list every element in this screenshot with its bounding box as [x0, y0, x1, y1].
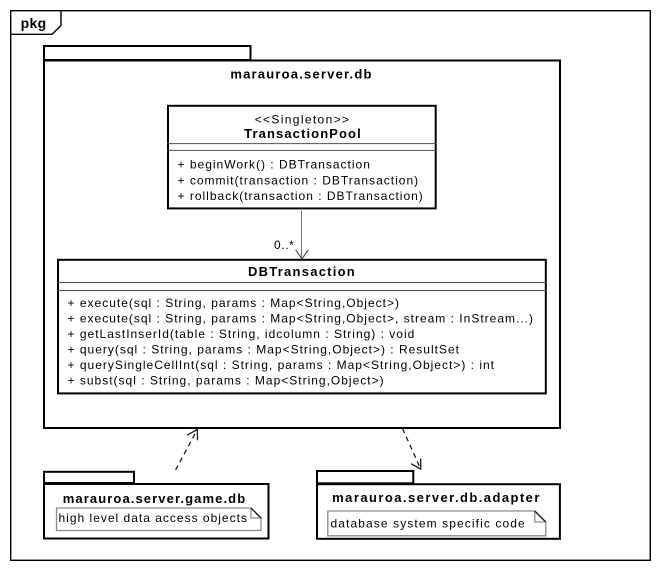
- svg-text:+ subst(sql : String, params :: + subst(sql : String, params : Map<Strin…: [68, 373, 385, 387]
- svg-text:+ beginWork() : DBTransaction: + beginWork() : DBTransaction: [178, 158, 371, 172]
- svg-text:0..*: 0..*: [274, 238, 294, 252]
- svg-text:+ rollback(transaction : DBTra: + rollback(transaction : DBTransaction): [178, 189, 424, 203]
- svg-text:pkg: pkg: [21, 15, 47, 31]
- svg-text:+ commit(transaction : DBTrans: + commit(transaction : DBTransaction): [178, 173, 420, 187]
- svg-text:high level data access objects: high level data access objects: [59, 511, 248, 525]
- svg-text:database system specific code: database system specific code: [331, 516, 526, 530]
- svg-text:TransactionPool: TransactionPool: [244, 126, 362, 141]
- svg-text:<<Singleton>>: <<Singleton>>: [255, 112, 351, 126]
- svg-text:+ getLastInserId(table : Strin: + getLastInserId(table : String, idcolum…: [68, 327, 416, 341]
- svg-text:+ execute(sql : String, params: + execute(sql : String, params : Map<Str…: [68, 296, 400, 310]
- svg-text:+ querySingleCellInt(sql : Str: + querySingleCellInt(sql : String, param…: [68, 358, 496, 372]
- svg-text:marauroa.server.db: marauroa.server.db: [230, 67, 372, 82]
- svg-text:+ query(sql : String, params :: + query(sql : String, params : Map<Strin…: [68, 343, 460, 357]
- svg-text:+ execute(sql : String, params: + execute(sql : String, params : Map<Str…: [68, 312, 535, 326]
- svg-text:marauroa.server.db.adapter: marauroa.server.db.adapter: [332, 490, 541, 505]
- svg-text:marauroa.server.game.db: marauroa.server.game.db: [63, 491, 247, 506]
- svg-text:DBTransaction: DBTransaction: [248, 264, 356, 279]
